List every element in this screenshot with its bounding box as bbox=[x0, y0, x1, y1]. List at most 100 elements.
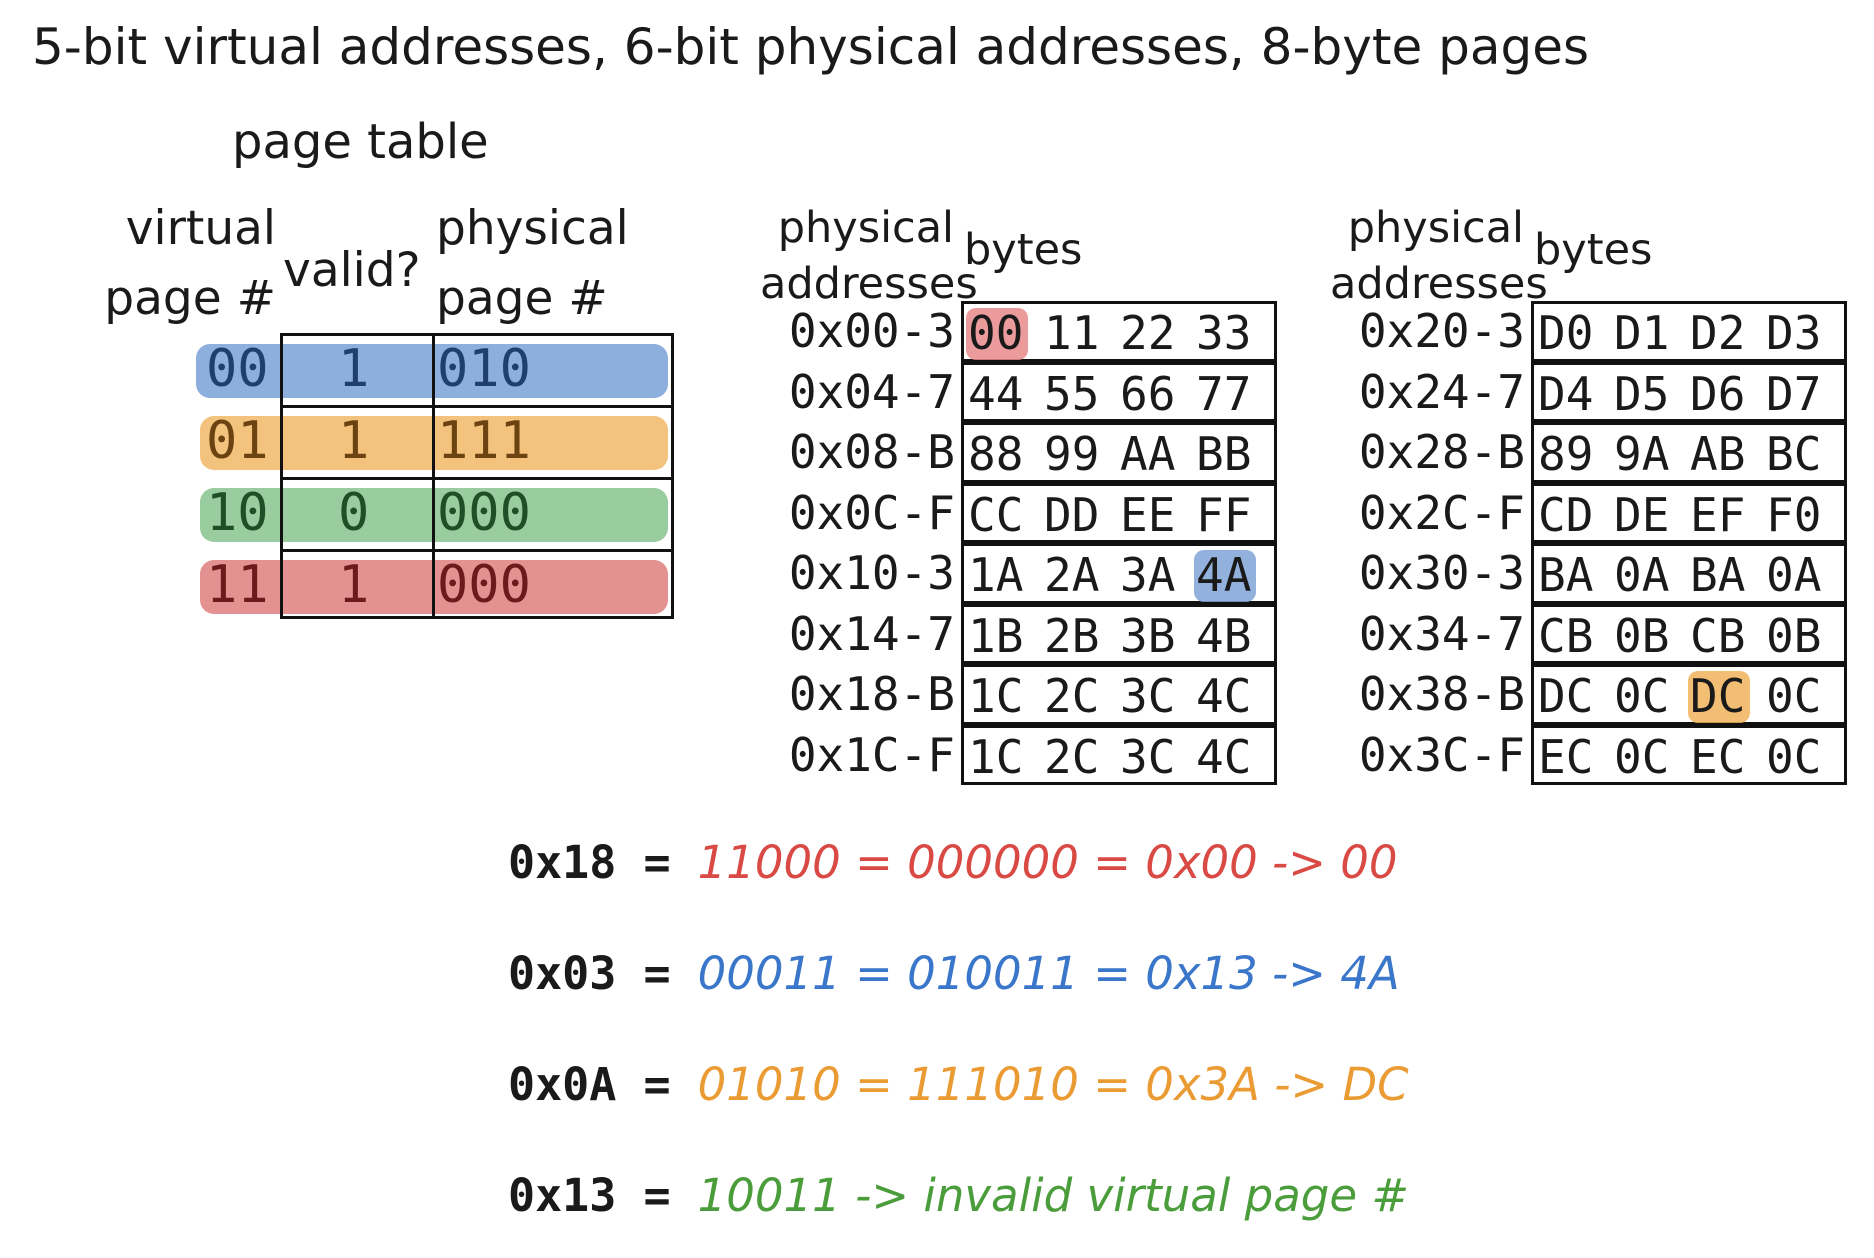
memory-low-address-header: physical addresses bbox=[760, 200, 978, 312]
memory-byte: 0B bbox=[1614, 608, 1670, 663]
memory-byte: 9A bbox=[1614, 427, 1670, 481]
virtual-address-expression: 0x13 = bbox=[508, 1169, 698, 1222]
physical-page-header-line2: page # bbox=[436, 271, 608, 326]
memory-byte: 3A bbox=[1120, 548, 1176, 602]
memory-byte: 4C bbox=[1196, 729, 1252, 784]
physical-page-number: 111 bbox=[437, 411, 531, 471]
memory-byte: D0 bbox=[1538, 306, 1594, 360]
physical-page-number: 000 bbox=[437, 483, 531, 543]
memory-byte: FF bbox=[1196, 487, 1252, 542]
memory-byte: CC bbox=[968, 487, 1024, 542]
memory-byte: 1B bbox=[968, 608, 1024, 663]
memory-byte: D7 bbox=[1766, 366, 1822, 421]
memory-byte: 3B bbox=[1120, 608, 1176, 663]
virtual-page-number: 00 bbox=[206, 339, 269, 399]
memory-byte: D1 bbox=[1614, 306, 1670, 360]
memory-address-range: 0x1C-F bbox=[788, 727, 955, 782]
virtual-page-header-line2: page # bbox=[104, 271, 276, 326]
memory-low-bytes-header: bytes bbox=[964, 225, 1083, 275]
virtual-page-number: 01 bbox=[206, 411, 269, 471]
memory-byte: 0C bbox=[1614, 669, 1670, 723]
memory-address-range: 0x0C-F bbox=[788, 485, 955, 540]
memory-byte: 2B bbox=[1044, 608, 1100, 663]
virtual-address-expression: 0x18 = bbox=[508, 836, 698, 889]
memory-byte: BB bbox=[1196, 427, 1252, 481]
virtual-page-number: 10 bbox=[206, 483, 269, 543]
memory-bytes-cell: CD DE EF F0 bbox=[1531, 482, 1847, 543]
page-table-title: page table bbox=[232, 114, 489, 170]
translation-example: 0x13 = 10011 -> invalid virtual page # bbox=[508, 1169, 1409, 1222]
physical-page-header: physical page # bbox=[436, 194, 629, 334]
memory-byte: 3C bbox=[1120, 729, 1176, 784]
memory-byte: DE bbox=[1614, 487, 1670, 542]
virtual-page-header-line1: virtual bbox=[125, 201, 276, 256]
memory-address-range: 0x34-7 bbox=[1358, 606, 1525, 661]
memory-byte: 44 bbox=[968, 366, 1024, 421]
memory-byte: CD bbox=[1538, 487, 1594, 542]
valid-bit: 1 bbox=[338, 411, 370, 471]
memory-byte: AA bbox=[1120, 427, 1176, 481]
memory-byte: BA bbox=[1690, 548, 1746, 602]
memory-byte: 4A bbox=[1196, 548, 1252, 602]
translation-example: 0x0A = 01010 = 111010 = 0x3A -> DC bbox=[508, 1058, 1409, 1111]
memory-high-address-header: physical addresses bbox=[1330, 200, 1548, 312]
memory-address-range: 0x38-B bbox=[1358, 667, 1525, 721]
memory-address-range: 0x10-3 bbox=[788, 546, 955, 600]
page-table-row-divider bbox=[283, 405, 671, 408]
memory-byte: 77 bbox=[1196, 366, 1252, 421]
memory-byte: DC bbox=[1690, 669, 1746, 723]
memory-address-range: 0x28-B bbox=[1358, 425, 1525, 479]
translation-example: 0x03 = 00011 = 010011 = 0x13 -> 4A bbox=[508, 947, 1400, 1000]
memory-byte: 00 bbox=[968, 306, 1024, 360]
memory-byte: 0A bbox=[1614, 548, 1670, 602]
valid-header: valid? bbox=[283, 243, 421, 298]
memory-byte: D5 bbox=[1614, 366, 1670, 421]
memory-byte: CB bbox=[1538, 608, 1594, 663]
virtual-page-number: 11 bbox=[206, 555, 269, 615]
memory-byte: 2A bbox=[1044, 548, 1100, 602]
memory-byte: EF bbox=[1690, 487, 1746, 542]
valid-bit: 1 bbox=[338, 339, 370, 399]
memory-address-range: 0x20-3 bbox=[1358, 304, 1525, 358]
memory-byte: D2 bbox=[1690, 306, 1746, 360]
slide-title: 5-bit virtual addresses, 6-bit physical … bbox=[32, 18, 1590, 76]
memory-address-range: 0x00-3 bbox=[788, 304, 955, 358]
memory-high-address-header-line2: addresses bbox=[1330, 259, 1548, 309]
memory-byte: 1C bbox=[968, 729, 1024, 784]
virtual-address-expression: 0x0A = bbox=[508, 1058, 698, 1111]
physical-page-header-line1: physical bbox=[436, 201, 629, 256]
virtual-address-expression: 0x03 = bbox=[508, 947, 698, 1000]
memory-byte: 2C bbox=[1044, 729, 1100, 784]
page-table-row-divider bbox=[283, 549, 671, 552]
translation-result: 11000 = 000000 = 0x00 -> 00 bbox=[697, 836, 1398, 889]
memory-byte: F0 bbox=[1766, 487, 1822, 542]
memory-byte: 0C bbox=[1766, 729, 1822, 784]
translation-result: 10011 -> invalid virtual page # bbox=[697, 1169, 1410, 1222]
memory-byte: 1C bbox=[968, 669, 1024, 723]
memory-address-range: 0x30-3 bbox=[1358, 546, 1525, 600]
valid-bit: 0 bbox=[338, 483, 370, 543]
memory-byte: 0C bbox=[1766, 669, 1822, 723]
